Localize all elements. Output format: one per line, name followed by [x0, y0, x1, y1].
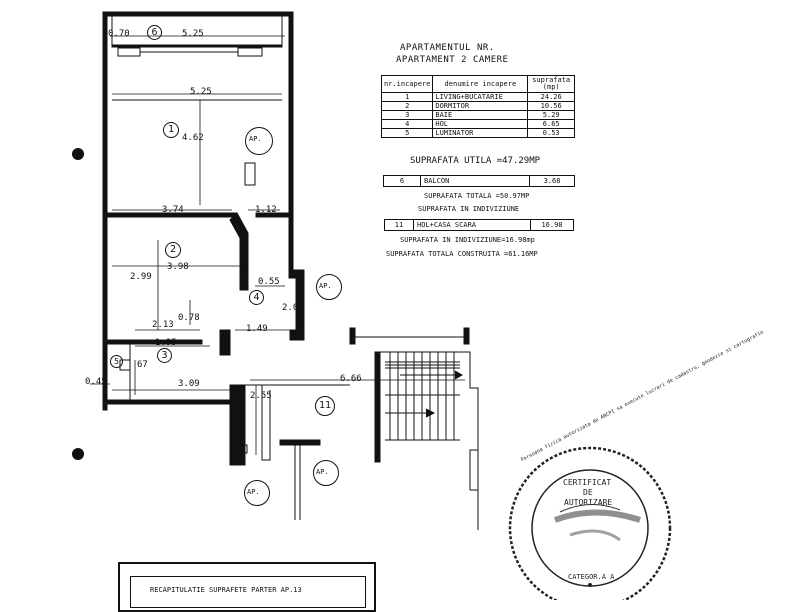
total-area: SUPRAFATA TOTALA =50.97MP [424, 192, 530, 200]
room-name: LUMINATOR [432, 128, 529, 138]
room-marker: 11 [315, 396, 335, 416]
interior-wall [106, 339, 203, 345]
dimension-label: 67 [137, 360, 148, 370]
ap-label: AP. [249, 135, 262, 143]
binder-hole-icon [72, 448, 84, 460]
room-number: 5 [380, 128, 434, 138]
stamp-category: CATEGOR.A A [568, 573, 615, 581]
ap-label: AP. [247, 488, 260, 496]
room-name: HOL+CASA SCARA [413, 219, 531, 231]
dimension-label: 0.78 [178, 313, 200, 323]
room-marker: 5 [110, 355, 123, 368]
table-row: 5 LUMINATOR 0.53 [380, 128, 575, 138]
room-number: 6 [383, 175, 421, 187]
dimension-label: 2.02 [282, 303, 304, 313]
dimension-label: 2.55 [250, 391, 272, 401]
dimension-label: 2.99 [130, 272, 152, 282]
ap-label: AP. [316, 468, 329, 476]
dimension-label: 0.45 [85, 377, 107, 387]
neighbor-apartment-marker [313, 460, 339, 486]
recap-title: RECAPITULATIE SUPRAFETE PARTER AP.13 [150, 586, 302, 594]
dimension-label: 5.25 [190, 87, 212, 97]
room-marker: 1 [163, 122, 179, 138]
staircase [385, 352, 460, 441]
dimension-label: 3.09 [178, 379, 200, 389]
room-marker: 3 [157, 348, 172, 363]
room-marker: 2 [165, 242, 181, 258]
balcony-wall [111, 44, 283, 48]
room-areas-table: nr.incapere denumire incapere suprafata … [380, 75, 575, 138]
dimension-label: 6.66 [340, 374, 362, 384]
ap-label: AP. [319, 282, 332, 290]
neighbor-apartment-marker [316, 274, 342, 300]
interior-wall [255, 212, 290, 218]
outer-wall [102, 11, 108, 411]
dimension-label: 1.49 [246, 324, 268, 334]
stamp-text: DE [583, 488, 593, 497]
room-number: 11 [384, 219, 414, 231]
room-marker: 6 [147, 25, 162, 40]
useful-area-total: SUPRAFATA UTILA =47.29MP [410, 156, 541, 166]
table-row: 6 BALCON 3.68 [383, 175, 575, 187]
room-area: 16.98 [530, 219, 574, 231]
total-built-area: SUPRAFATA TOTALA CONSTRUITA =61.16MP [386, 250, 538, 258]
room-marker: 4 [249, 290, 264, 305]
dimension-label: 0.55 [258, 277, 280, 287]
balcony-table: 6 BALCON 3.68 [383, 175, 575, 187]
room-name: BALCON [420, 175, 530, 187]
table-row: 11 HOL+CASA SCARA 16.98 [384, 219, 574, 231]
neighbor-apartment-marker [244, 480, 270, 506]
dimension-label: 5.25 [182, 29, 204, 39]
dimension-label: 3.74 [162, 205, 184, 215]
binder-hole-icon [72, 148, 84, 160]
dimension-label: 1.95 [155, 338, 177, 348]
neighbor-apartment-marker [245, 127, 273, 155]
apartment-title: APARTAMENTUL NR. [400, 43, 495, 53]
dimension-label: 1.12 [255, 205, 277, 215]
room-area: 3.68 [529, 175, 575, 187]
stamp-text: AUTORIZARE [564, 498, 613, 507]
stamp-text: CERTIFICAT [563, 478, 612, 487]
common-area-table: 11 HOL+CASA SCARA 16.98 [384, 219, 574, 231]
dimension-label: 2.13 [152, 320, 174, 330]
dimension-label: 0.70 [108, 29, 130, 39]
shared-area-heading: SUPRAFATA IN INDIVIZIUNE [418, 205, 520, 213]
apartment-subtitle: APARTAMENT 2 CAMERE [396, 55, 509, 65]
shared-area-value: SUPRAFATA IN INDIVIZIUNE=16.98mp [400, 236, 535, 244]
dimension-label: 4.62 [182, 133, 204, 143]
room-area: 0.53 [527, 128, 575, 138]
dimension-label: 3.98 [167, 262, 189, 272]
dimension-lines [90, 35, 465, 455]
